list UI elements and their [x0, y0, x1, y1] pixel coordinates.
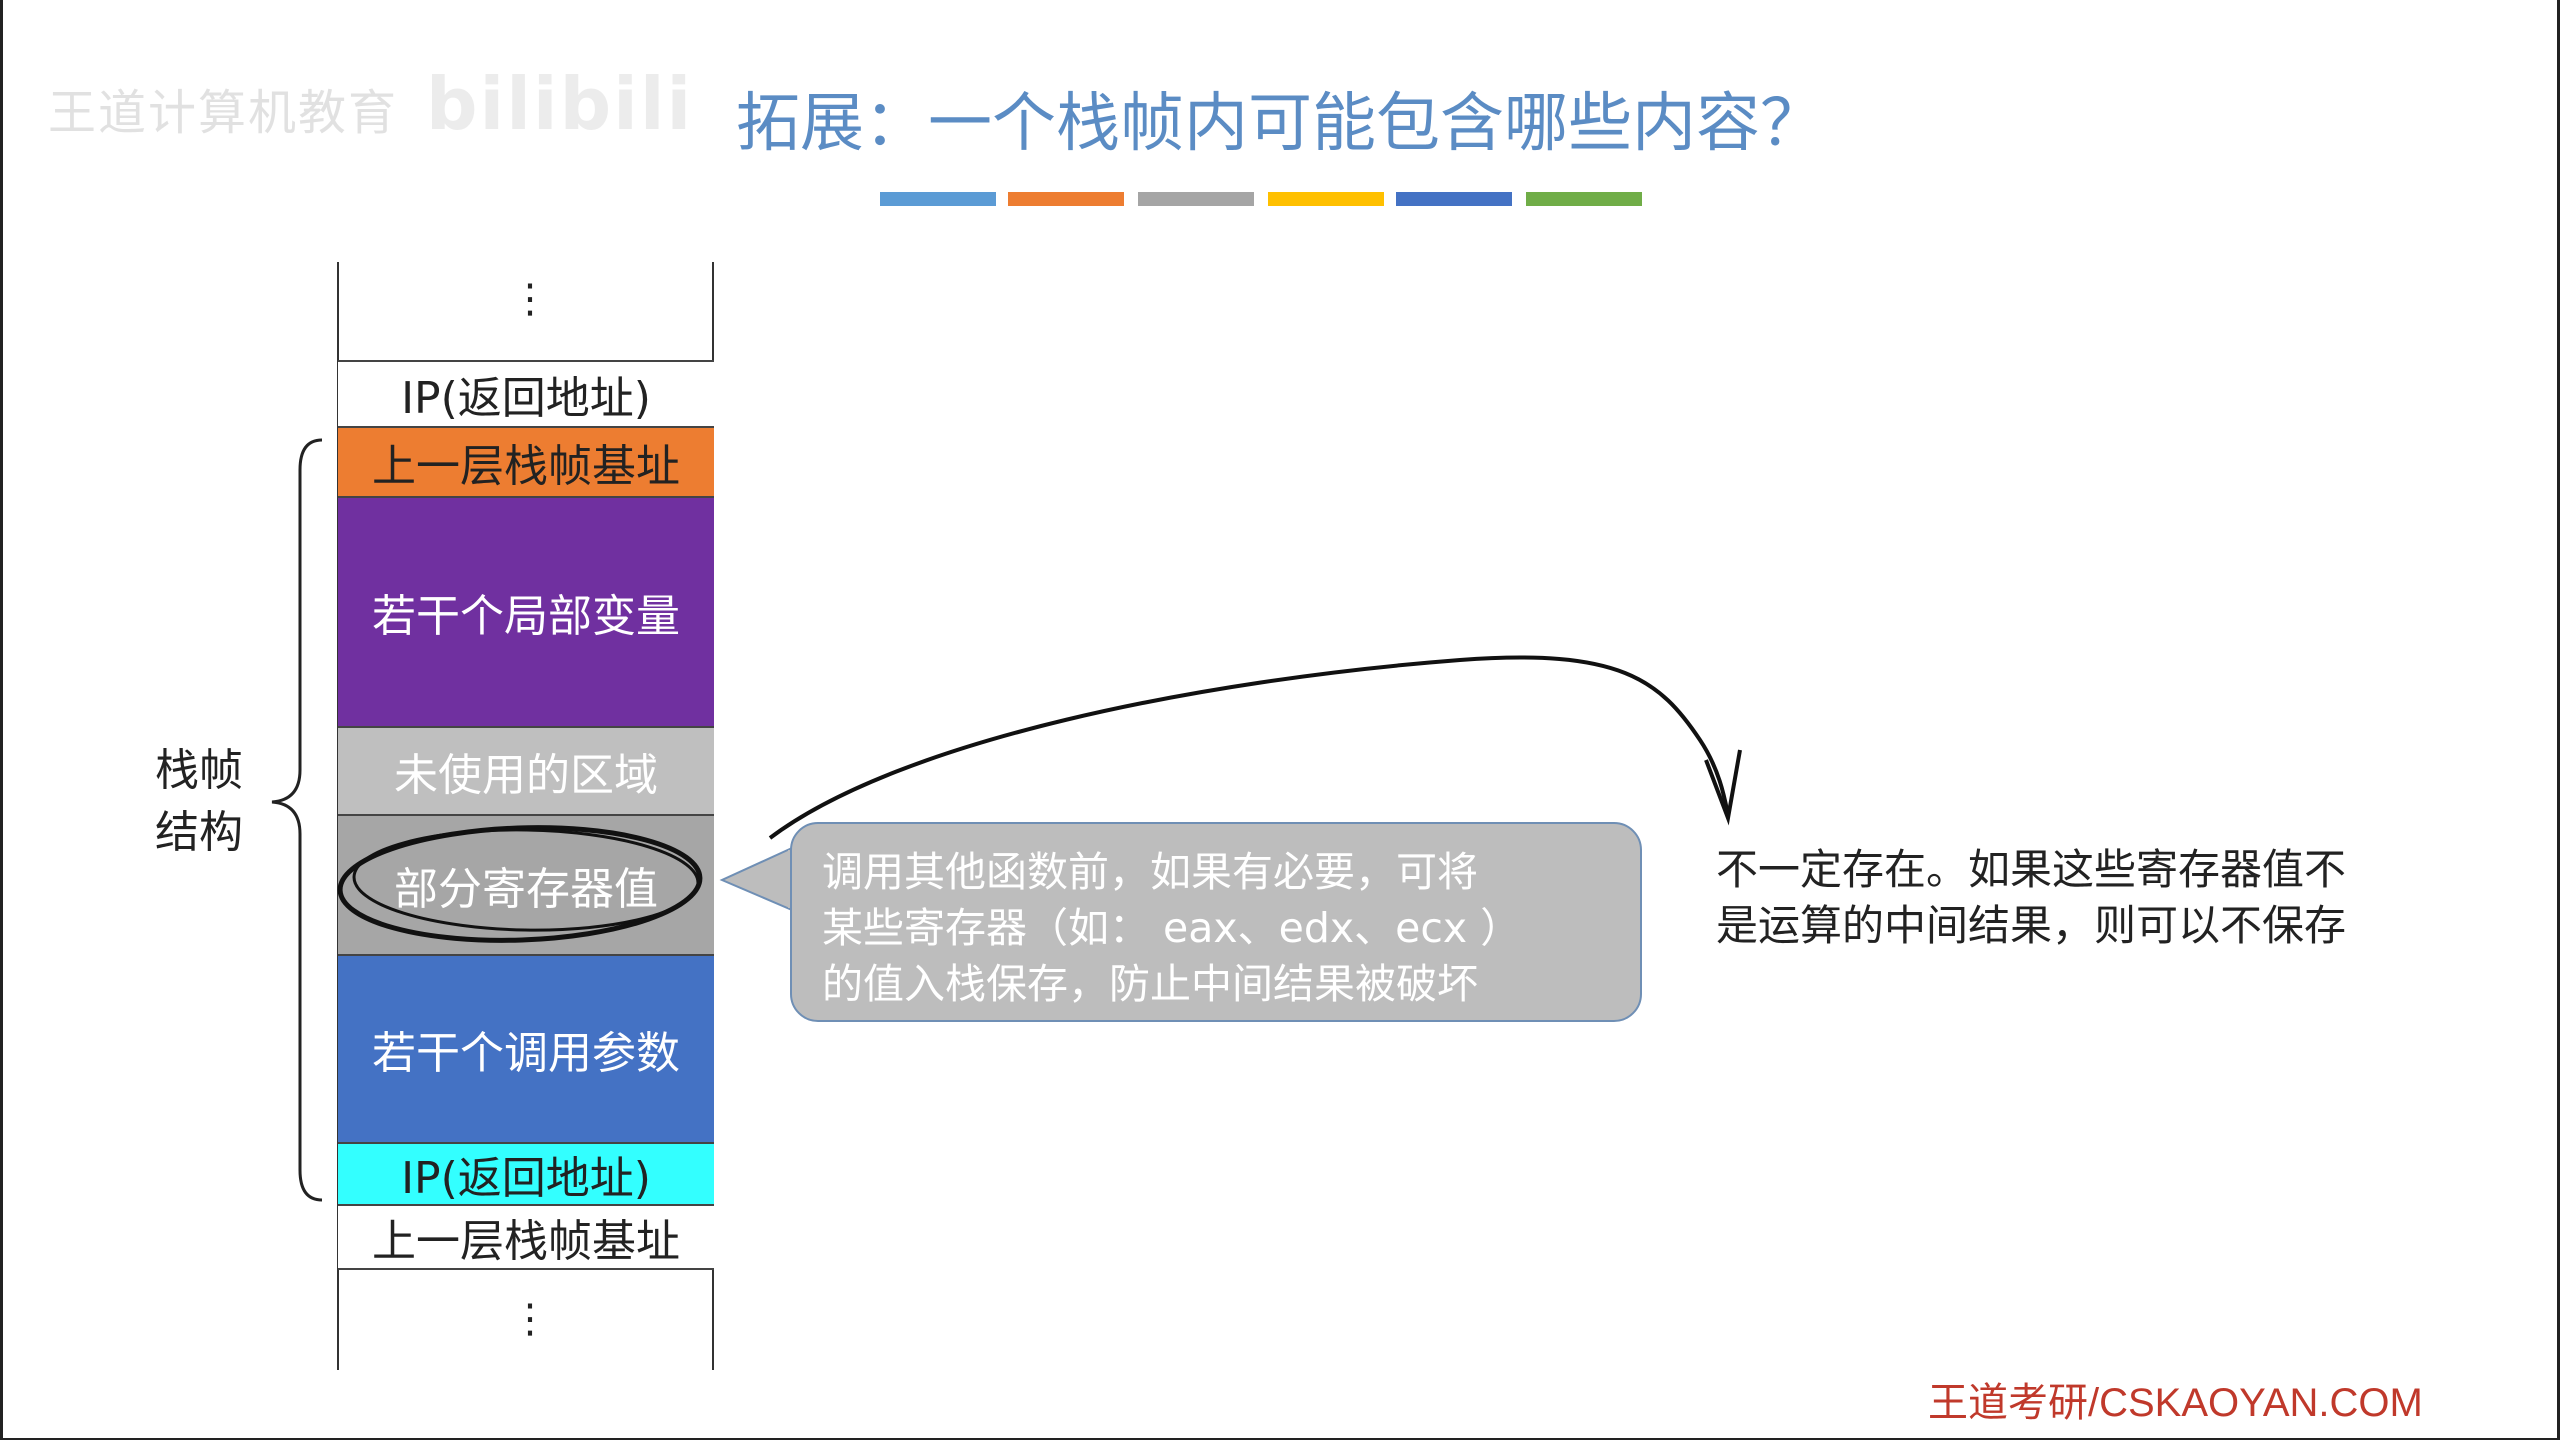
stack-cell-call-params: 若干个调用参数 — [338, 954, 714, 1142]
stack-cell-ip-bottom: IP(返回地址) — [338, 1142, 714, 1204]
bilibili-logo: bilibili — [426, 62, 694, 146]
color-bar-3 — [1138, 192, 1254, 206]
stack-cell-ip-top: IP(返回地址) — [338, 360, 714, 426]
stack-cell-unused: 未使用的区域 — [338, 726, 714, 814]
register-explanation-callout: 调用其他函数前，如果有必要，可将 某些寄存器（如： eax、edx、ecx ） … — [790, 822, 1642, 1022]
register-note: 不一定存在。如果这些寄存器值不 是运算的中间结果，则可以不保存 — [1716, 842, 2346, 954]
color-bar-1 — [880, 192, 996, 206]
brace-label-line2: 结构 — [155, 807, 243, 858]
note-line1: 不一定存在。如果这些寄存器值不 — [1716, 845, 2347, 894]
slide-title: 拓展：一个栈帧内可能包含哪些内容？ — [736, 87, 1824, 161]
note-line2: 是运算的中间结果，则可以不保存 — [1716, 901, 2347, 950]
color-bar-4 — [1268, 192, 1384, 206]
callout-pointer — [719, 846, 793, 912]
stack-frame-brace — [271, 438, 323, 1202]
callout-line2: 某些寄存器（如： eax、edx、ecx ） — [822, 904, 1522, 952]
stack-cell-prev-frame-base: 上一层栈帧基址 — [338, 426, 714, 496]
footer-brand: 王道考研/CSKAOYAN.COM — [1928, 1381, 2423, 1425]
handdrawn-arrow-head — [1704, 749, 1742, 826]
stack-cell-local-vars: 若干个局部变量 — [338, 496, 714, 726]
callout-line1: 调用其他函数前，如果有必要，可将 — [822, 848, 1478, 896]
color-bar-5 — [1396, 192, 1512, 206]
color-bar-2 — [1008, 192, 1124, 206]
stack-frame-brace-label: 栈帧 结构 — [144, 740, 254, 864]
color-bar-6 — [1526, 192, 1642, 206]
brace-label-line1: 栈帧 — [155, 745, 243, 796]
watermark: 王道计算机教育 bilibili — [48, 62, 693, 146]
callout-line3: 的值入栈保存，防止中间结果被破坏 — [822, 960, 1478, 1008]
register-highlight-ellipse — [337, 825, 703, 943]
watermark-text: 王道计算机教育 — [48, 85, 399, 141]
handdrawn-arrow-curve — [768, 655, 1730, 840]
stack-cell-prev-frame-base-bottom: 上一层栈帧基址 — [338, 1204, 714, 1270]
